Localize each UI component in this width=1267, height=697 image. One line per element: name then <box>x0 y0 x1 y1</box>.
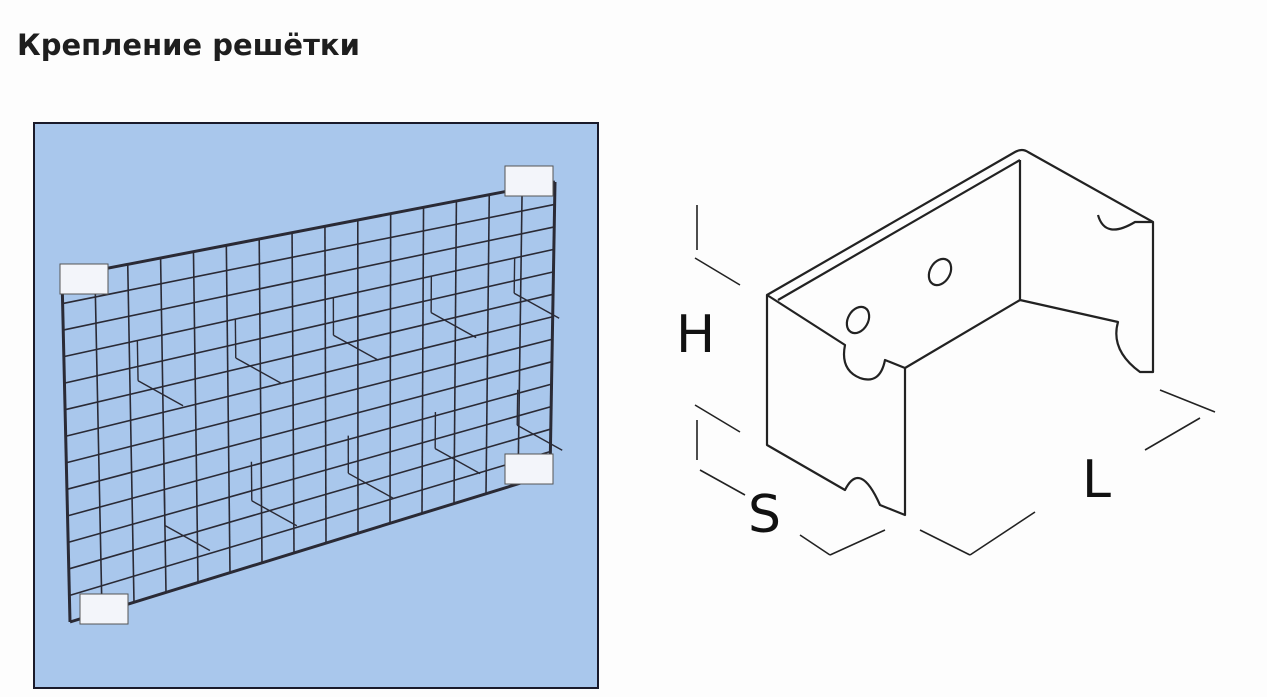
grid-wire-horizontal <box>64 293 554 411</box>
wire-grid-drawing <box>59 165 563 625</box>
hook-wire <box>164 524 211 552</box>
hook-wire <box>136 340 139 381</box>
hook-wire <box>137 380 184 407</box>
dimension-label-l: L <box>1082 450 1111 510</box>
grid-wire-vertical <box>421 207 425 514</box>
bracket-front-plate <box>765 293 907 517</box>
grid-wire-horizontal <box>67 405 552 544</box>
grid-wire-vertical <box>517 188 523 484</box>
hook-wire <box>251 500 298 527</box>
grid-wire-vertical <box>94 270 103 613</box>
grid-wire-horizontal <box>69 472 551 624</box>
grid-wire-vertical <box>389 213 392 524</box>
grid-wire-horizontal <box>61 180 556 279</box>
grid-wire-vertical <box>548 181 557 475</box>
mounting-clip <box>504 453 554 485</box>
grid-wire-horizontal <box>62 203 555 305</box>
grid-wire-horizontal <box>68 428 551 570</box>
bracket-hole <box>845 305 871 335</box>
hook-wire <box>434 447 481 475</box>
grid-wire-vertical <box>225 245 231 573</box>
grid-wire-vertical <box>192 251 199 583</box>
dimension-label-h: H <box>676 305 716 365</box>
bracket-hole <box>927 257 953 287</box>
grid-wire-horizontal <box>66 338 553 464</box>
bracket-back-plate <box>904 160 1022 369</box>
hook-wire <box>163 485 166 526</box>
mounting-clip <box>504 165 554 197</box>
grid-wire-vertical <box>60 276 72 623</box>
hook-wire <box>235 357 282 384</box>
grid-illustration <box>33 122 599 689</box>
mounting-clip <box>59 263 109 295</box>
grid-wire-vertical <box>453 200 458 504</box>
grid-wire-horizontal <box>67 383 552 517</box>
mounting-clip <box>79 593 129 625</box>
bracket-inner-edge <box>777 159 1021 301</box>
hook-wire <box>347 472 394 499</box>
grid-wire-vertical <box>324 226 327 544</box>
hook-wire <box>333 334 379 361</box>
hook-wire <box>516 424 563 451</box>
hook-wire <box>513 292 560 319</box>
grid-wire-vertical <box>258 238 263 563</box>
grid-wire-vertical <box>291 232 295 553</box>
grid-wire-horizontal <box>66 360 553 491</box>
dimension-label-s: S <box>748 485 782 545</box>
grid-wire-vertical <box>485 194 491 494</box>
grid-wire-vertical <box>126 264 135 603</box>
grid-wire-horizontal <box>63 248 555 358</box>
grid-wire-horizontal <box>63 226 555 331</box>
grid-wire-horizontal <box>69 450 551 597</box>
grid-wire-vertical <box>159 257 167 593</box>
page-title: Крепление решётки <box>17 28 360 62</box>
hook-wire <box>430 311 477 339</box>
bracket-top-edge <box>766 148 1155 374</box>
bracket-notch-right-top <box>1096 214 1153 231</box>
grid-wire-horizontal <box>64 271 554 384</box>
grid-wire-horizontal <box>65 315 553 438</box>
